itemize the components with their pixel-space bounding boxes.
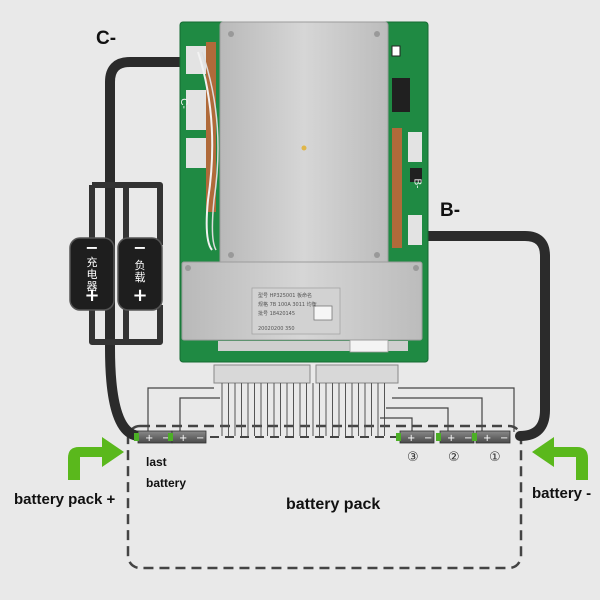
svg-text:−: − [162, 433, 170, 444]
plate-text-line3: 批号 18420145 [258, 311, 296, 317]
svg-text:+: + [145, 433, 153, 444]
plate-text-line4: 20020200 350 [258, 326, 295, 332]
battery-pack-label: battery pack [286, 496, 381, 513]
b-minus-label: B- [440, 200, 461, 221]
battery-cells: +−+−+−+−+− [134, 430, 511, 444]
balance-wires [221, 383, 385, 436]
cell-1-marker: ① [489, 450, 501, 465]
svg-text:−: − [424, 433, 432, 444]
load-label: 负载 [134, 259, 146, 284]
load-connector [117, 237, 163, 311]
b-minus-cable [420, 231, 550, 441]
svg-text:+: + [483, 433, 491, 444]
battery-cell: +− [134, 430, 173, 444]
battery-minus-label: battery - [532, 485, 592, 502]
svg-text:+: + [447, 433, 455, 444]
board-silk-c-minus: C- [177, 98, 189, 109]
board-silk-b-minus: B- [411, 178, 423, 189]
battery-cell: +− [396, 430, 435, 444]
arrow-battery-minus [532, 437, 588, 480]
c-minus-label: C- [96, 28, 117, 49]
svg-text:+: + [407, 433, 415, 444]
arrow-pack-plus [68, 437, 124, 480]
svg-text:−: − [196, 433, 204, 444]
connector-cable-split [89, 182, 163, 345]
charger-connector [69, 237, 115, 311]
charger-label: 充电器 [86, 256, 98, 293]
ribbon-connector [213, 364, 399, 384]
charger-minus-symbol: − [85, 238, 99, 257]
last-cell-label-line2: battery [146, 476, 187, 490]
battery-cell: +− [168, 430, 207, 444]
battery-pack-outline [126, 424, 523, 570]
battery-pack-plus-label: battery pack + [14, 491, 116, 508]
load-minus-symbol: − [133, 238, 147, 257]
heatsink-plate [181, 21, 423, 341]
battery-cell: +− [436, 430, 475, 444]
svg-text:−: − [464, 433, 472, 444]
load-plus-symbol: + [132, 285, 148, 306]
svg-text:+: + [179, 433, 187, 444]
svg-text:−: − [500, 433, 508, 444]
last-cell-label-line1: last [146, 455, 167, 469]
cell-sense-leads [147, 387, 515, 432]
cell-2-marker: ② [448, 450, 460, 465]
plate-text-line1: 型号 HP325001 板命名 [258, 293, 313, 299]
battery-cell: +− [472, 430, 511, 444]
c-minus-cable [105, 57, 190, 441]
cell-3-marker: ③ [407, 450, 419, 465]
plate-text-line2: 规格 7B 100A 3011 均衡 [258, 302, 317, 308]
charger-plus-symbol: + [84, 285, 100, 306]
